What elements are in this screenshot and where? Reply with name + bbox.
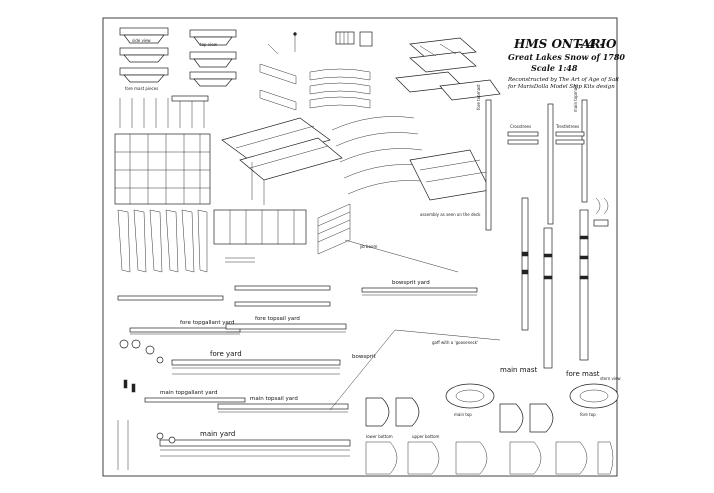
main-topsail-yard: main topsail yard <box>217 396 349 413</box>
jib-boom: jib boom <box>344 239 459 273</box>
title-subtitle: Great Lakes Snow of 1780 <box>508 52 625 62</box>
spar-long-2 <box>117 295 331 307</box>
lower-mast-1 <box>579 209 589 361</box>
label-bowsprit: bowsprit <box>352 354 377 360</box>
label-fore-topgallant-yard: fore topgallant yard <box>180 320 235 326</box>
label-fore-topmast: fore topmast <box>476 84 481 110</box>
label-trestletrees: Trestletrees <box>555 124 579 129</box>
main-yard: main yard <box>159 430 351 457</box>
label-frame-note: assembly as seen on the deck <box>420 212 481 217</box>
title-scale: Scale 1:48 <box>531 63 578 73</box>
bent-timbers-group <box>259 63 371 111</box>
label-main-top: main top <box>454 412 472 417</box>
hardware-blocks-left <box>117 339 176 470</box>
bowsprit: bowsprit <box>329 329 396 411</box>
crosstrees-group: Crosstrees Trestletrees <box>507 124 585 145</box>
ladder-plan <box>213 209 307 245</box>
main-topgallant-yard: main topgallant yard <box>144 390 246 403</box>
label-main-mast: main mast <box>500 366 537 374</box>
spar-long-1 <box>225 257 331 291</box>
label-main-topsail-yard: main topsail yard <box>250 396 298 402</box>
bottom-row-grating-plans: lower bottom upper bottom <box>365 434 614 475</box>
topmast-4: main topmast <box>573 84 588 203</box>
label-gaff: gaff with a 'gooseneck' <box>432 340 478 345</box>
main-top-iso: main top <box>445 383 495 417</box>
fore-top-iso: fore top <box>569 383 619 417</box>
label-crosstrees: Crosstrees <box>510 124 531 129</box>
title-ship-name: HMS ONTARIO <box>513 37 617 51</box>
top-plan-d-shapes <box>365 397 554 433</box>
title-block: HMS ONTARIO - 4 - Great Lakes Snow of 17… <box>507 37 625 90</box>
label-fore-mast-pieces: fore mast pieces <box>125 86 158 91</box>
label-stern-view: stern view <box>600 376 621 381</box>
deck-frame-plan <box>114 133 211 205</box>
label-fore-yard: fore yard <box>210 350 242 358</box>
title-credit-2: for MarisDolla Model Ship Kits design <box>507 84 615 90</box>
right-brackets <box>593 197 609 227</box>
rail-stanchions-group <box>119 95 209 128</box>
gaff: gaff with a 'gooseneck' <box>394 329 501 345</box>
topmast-2 <box>521 197 529 331</box>
topmast-1: fore topmast <box>476 84 492 231</box>
fore-topgallant-yard: fore topgallant yard <box>129 320 241 335</box>
label-main-yard: main yard <box>200 430 235 438</box>
gun-carriages-iso <box>395 37 501 101</box>
fore-yard: fore yard <box>171 350 341 375</box>
title-sheet-number: - 4 - <box>578 37 605 51</box>
label-upper-bottom: upper bottom <box>412 434 440 439</box>
label-fore-mast: fore mast <box>566 370 600 378</box>
label-main-topgallant-yard: main topgallant yard <box>160 390 217 396</box>
fore-topsail-yard: fore topsail yard <box>225 316 347 333</box>
hull-ribs-group <box>117 209 208 273</box>
title-credit: Reconstructed by The Art of Age of Sail <box>507 77 619 83</box>
label-top-view: top view <box>200 42 218 47</box>
label-bowsprit-yard: bowsprit yard <box>392 280 430 286</box>
cheek-pieces-group: fore mast pieces <box>119 27 237 91</box>
label-lower-bottom: lower bottom <box>366 434 393 439</box>
label-main-topmast: main topmast <box>573 84 578 112</box>
label-jib-boom: jib boom <box>359 244 377 249</box>
label-fore-topsail-yard: fore topsail yard <box>255 316 300 322</box>
topmast-3 <box>547 103 554 225</box>
label-side-view: side view <box>132 38 151 43</box>
label-fore-top: fore top <box>580 412 596 417</box>
lower-mast-2 <box>543 227 553 369</box>
stairs-iso <box>317 203 351 255</box>
deck-framework-iso <box>221 117 343 205</box>
hardware-group-top <box>267 31 373 55</box>
bowsprit-yard: bowsprit yard <box>361 280 478 296</box>
